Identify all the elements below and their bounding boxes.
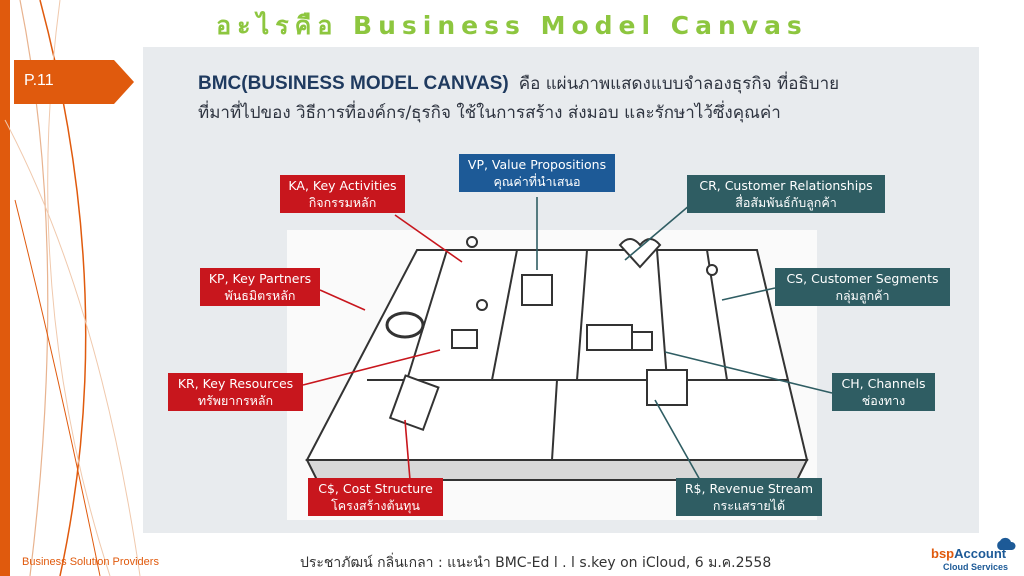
block-customer-relationships: CR, Customer Relationships สื่อสัมพันธ์ก… [687, 175, 885, 213]
heading-line-2: ที่มาที่ไปของ วิธีการที่องค์กร/ธุรกิจ ใช… [198, 103, 781, 123]
vp-en: VP, Value Propositions [467, 157, 607, 172]
block-customer-segments: CS, Customer Segments กลุ่มลูกค้า [775, 268, 950, 306]
block-revenue-stream: R$, Revenue Stream กระแสรายได้ [676, 478, 822, 516]
cs-th: กลุ่มลูกค้า [835, 288, 890, 303]
logo-brand-a: bsp [931, 546, 955, 561]
block-channels: CH, Channels ช่องทาง [832, 373, 935, 411]
block-key-partners: KP, Key Partners พันธมิตรหลัก [200, 268, 320, 306]
logo-brand-b: Account [954, 546, 1007, 561]
cr-en: CR, Customer Relationships [699, 178, 873, 193]
block-cost-structure: C$, Cost Structure โครงสร้างต้นทุน [308, 478, 443, 516]
kr-en: KR, Key Resources [177, 376, 294, 391]
logo-brand: bspAccount [931, 546, 1006, 561]
kp-en: KP, Key Partners [208, 271, 312, 286]
page-tag: P.11 [14, 60, 134, 104]
heading-line-1: BMC(BUSINESS MODEL CANVAS) คือ แผ่นภาพแสด… [198, 70, 839, 97]
logo-subtitle: Cloud Services [943, 562, 1009, 572]
page-number: P.11 [24, 72, 54, 89]
cs-en: CS, Customer Segments [786, 271, 939, 286]
ch-th: ช่องทาง [861, 393, 906, 408]
kp-th: พันธมิตรหลัก [224, 288, 296, 303]
slide-title: อะไรคือ Business Model Canvas [216, 11, 808, 40]
cost-th: โครงสร้างต้นทุน [331, 498, 420, 513]
cost-en: C$, Cost Structure [318, 481, 433, 496]
vp-th: คุณค่าที่นำเสนอ [493, 174, 581, 189]
ch-en: CH, Channels [841, 376, 926, 391]
block-key-activities: KA, Key Activities กิจกรรมหลัก [280, 175, 405, 213]
arrow-tag-icon [14, 60, 134, 104]
footer-company: Business Solution Providers [22, 556, 159, 568]
bsp-account-logo: bspAccount Cloud Services [931, 537, 1019, 575]
footer-credit: ประชาภัฒน์ กลิ่นเกลา : แนะนำ BMC-Ed l . … [300, 555, 772, 571]
ka-th: กิจกรรมหลัก [308, 195, 377, 210]
heading-line-1-text: คือ แผ่นภาพแสดงแบบจำลองธุรกิจ ที่อธิบาย [518, 74, 840, 94]
rs-th: กระแสรายได้ [712, 498, 786, 513]
block-key-resources: KR, Key Resources ทรัพยากรหลัก [168, 373, 303, 411]
rs-en: R$, Revenue Stream [684, 481, 814, 496]
kr-th: ทรัพยากรหลัก [197, 393, 274, 408]
heading-bmc: BMC(BUSINESS MODEL CANVAS) [198, 73, 509, 94]
cloud-icon [997, 537, 1016, 550]
block-value-propositions: VP, Value Propositions คุณค่าที่นำเสนอ [459, 154, 615, 192]
canvas-sketch [287, 230, 817, 520]
cr-th: สื่อสัมพันธ์กับลูกค้า [735, 195, 837, 210]
ka-en: KA, Key Activities [288, 178, 397, 193]
